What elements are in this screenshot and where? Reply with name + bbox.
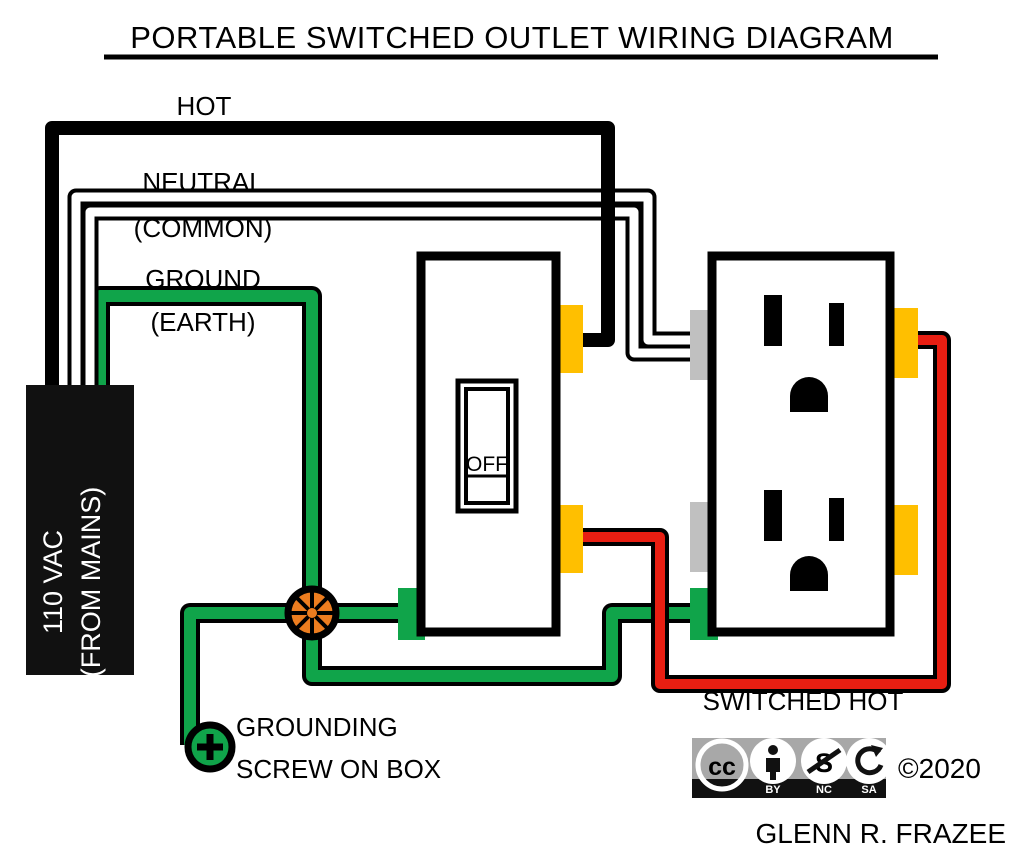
cc-nc-noncommercial-icon: S [801, 738, 847, 784]
author-name: GLENN R. FRAZEE [756, 818, 1006, 849]
slot-neutral-lower [764, 490, 782, 541]
cc-sa-sharealike-icon [846, 738, 892, 784]
cc-by-person-icon [750, 738, 796, 784]
label-ground-alt: (EARTH) [151, 307, 256, 337]
copyright-text: ©2020 [898, 753, 981, 784]
wire-ground [90, 286, 712, 745]
label-grounding-screw-line2: SCREW ON BOX [236, 754, 441, 784]
label-neutral: NEUTRAL [142, 167, 263, 197]
receptacle-lower[interactable] [764, 490, 844, 591]
label-ground: GROUND [145, 264, 261, 294]
switch-toggle-inner[interactable] [464, 387, 510, 505]
cc-term-nc: NC [816, 784, 832, 796]
toggle-switch[interactable]: OFF [398, 251, 583, 640]
outlet-terminal-hot-bottom[interactable] [890, 505, 918, 575]
footer-credits: ©2020 GLENN R. FRAZEE [756, 753, 1006, 849]
slot-neutral-upper [764, 295, 782, 346]
wire-switched-hot [556, 331, 951, 693]
source-box [26, 385, 134, 675]
slot-ground-upper [790, 377, 828, 412]
switch-state-label: OFF [466, 453, 508, 476]
cc-by-nc-sa-badge[interactable]: cc S BY NC [692, 738, 892, 798]
outlet-terminal-hot-top[interactable] [890, 308, 918, 378]
slot-hot-upper [829, 303, 844, 346]
svg-text:cc: cc [708, 753, 736, 781]
label-hot: HOT [177, 91, 232, 121]
page-title-group: PORTABLE SWITCHED OUTLET WIRING DIAGRAM [104, 20, 938, 60]
wire-hot [45, 121, 615, 400]
mains-power-source: 110 VAC (FROM MAINS) [26, 385, 134, 677]
cc-term-sa: SA [861, 784, 876, 796]
cc-badge-terms: BY NC SA [765, 784, 876, 796]
label-neutral-alt: (COMMON) [134, 213, 273, 243]
cc-logo-icon: cc [695, 738, 749, 792]
slot-hot-lower [829, 498, 844, 541]
wire-neutral [67, 188, 712, 400]
label-grounding-screw-line1: GROUNDING [236, 712, 398, 742]
wire-labels: HOT NEUTRAL (COMMON) GROUND (EARTH) SWIT… [134, 91, 904, 784]
cc-term-by: BY [765, 784, 781, 796]
duplex-receptacle[interactable] [690, 251, 918, 640]
page-title: PORTABLE SWITCHED OUTLET WIRING DIAGRAM [130, 20, 894, 55]
grounding-screw[interactable] [184, 721, 236, 773]
source-label-line1: 110 VAC [38, 530, 68, 634]
slot-ground-lower [790, 556, 828, 591]
wire-nut-ground-splice[interactable] [284, 585, 340, 641]
receptacle-upper[interactable] [764, 295, 844, 412]
source-label-line2: (FROM MAINS) [76, 487, 106, 677]
label-switched-hot: SWITCHED HOT [703, 686, 904, 716]
